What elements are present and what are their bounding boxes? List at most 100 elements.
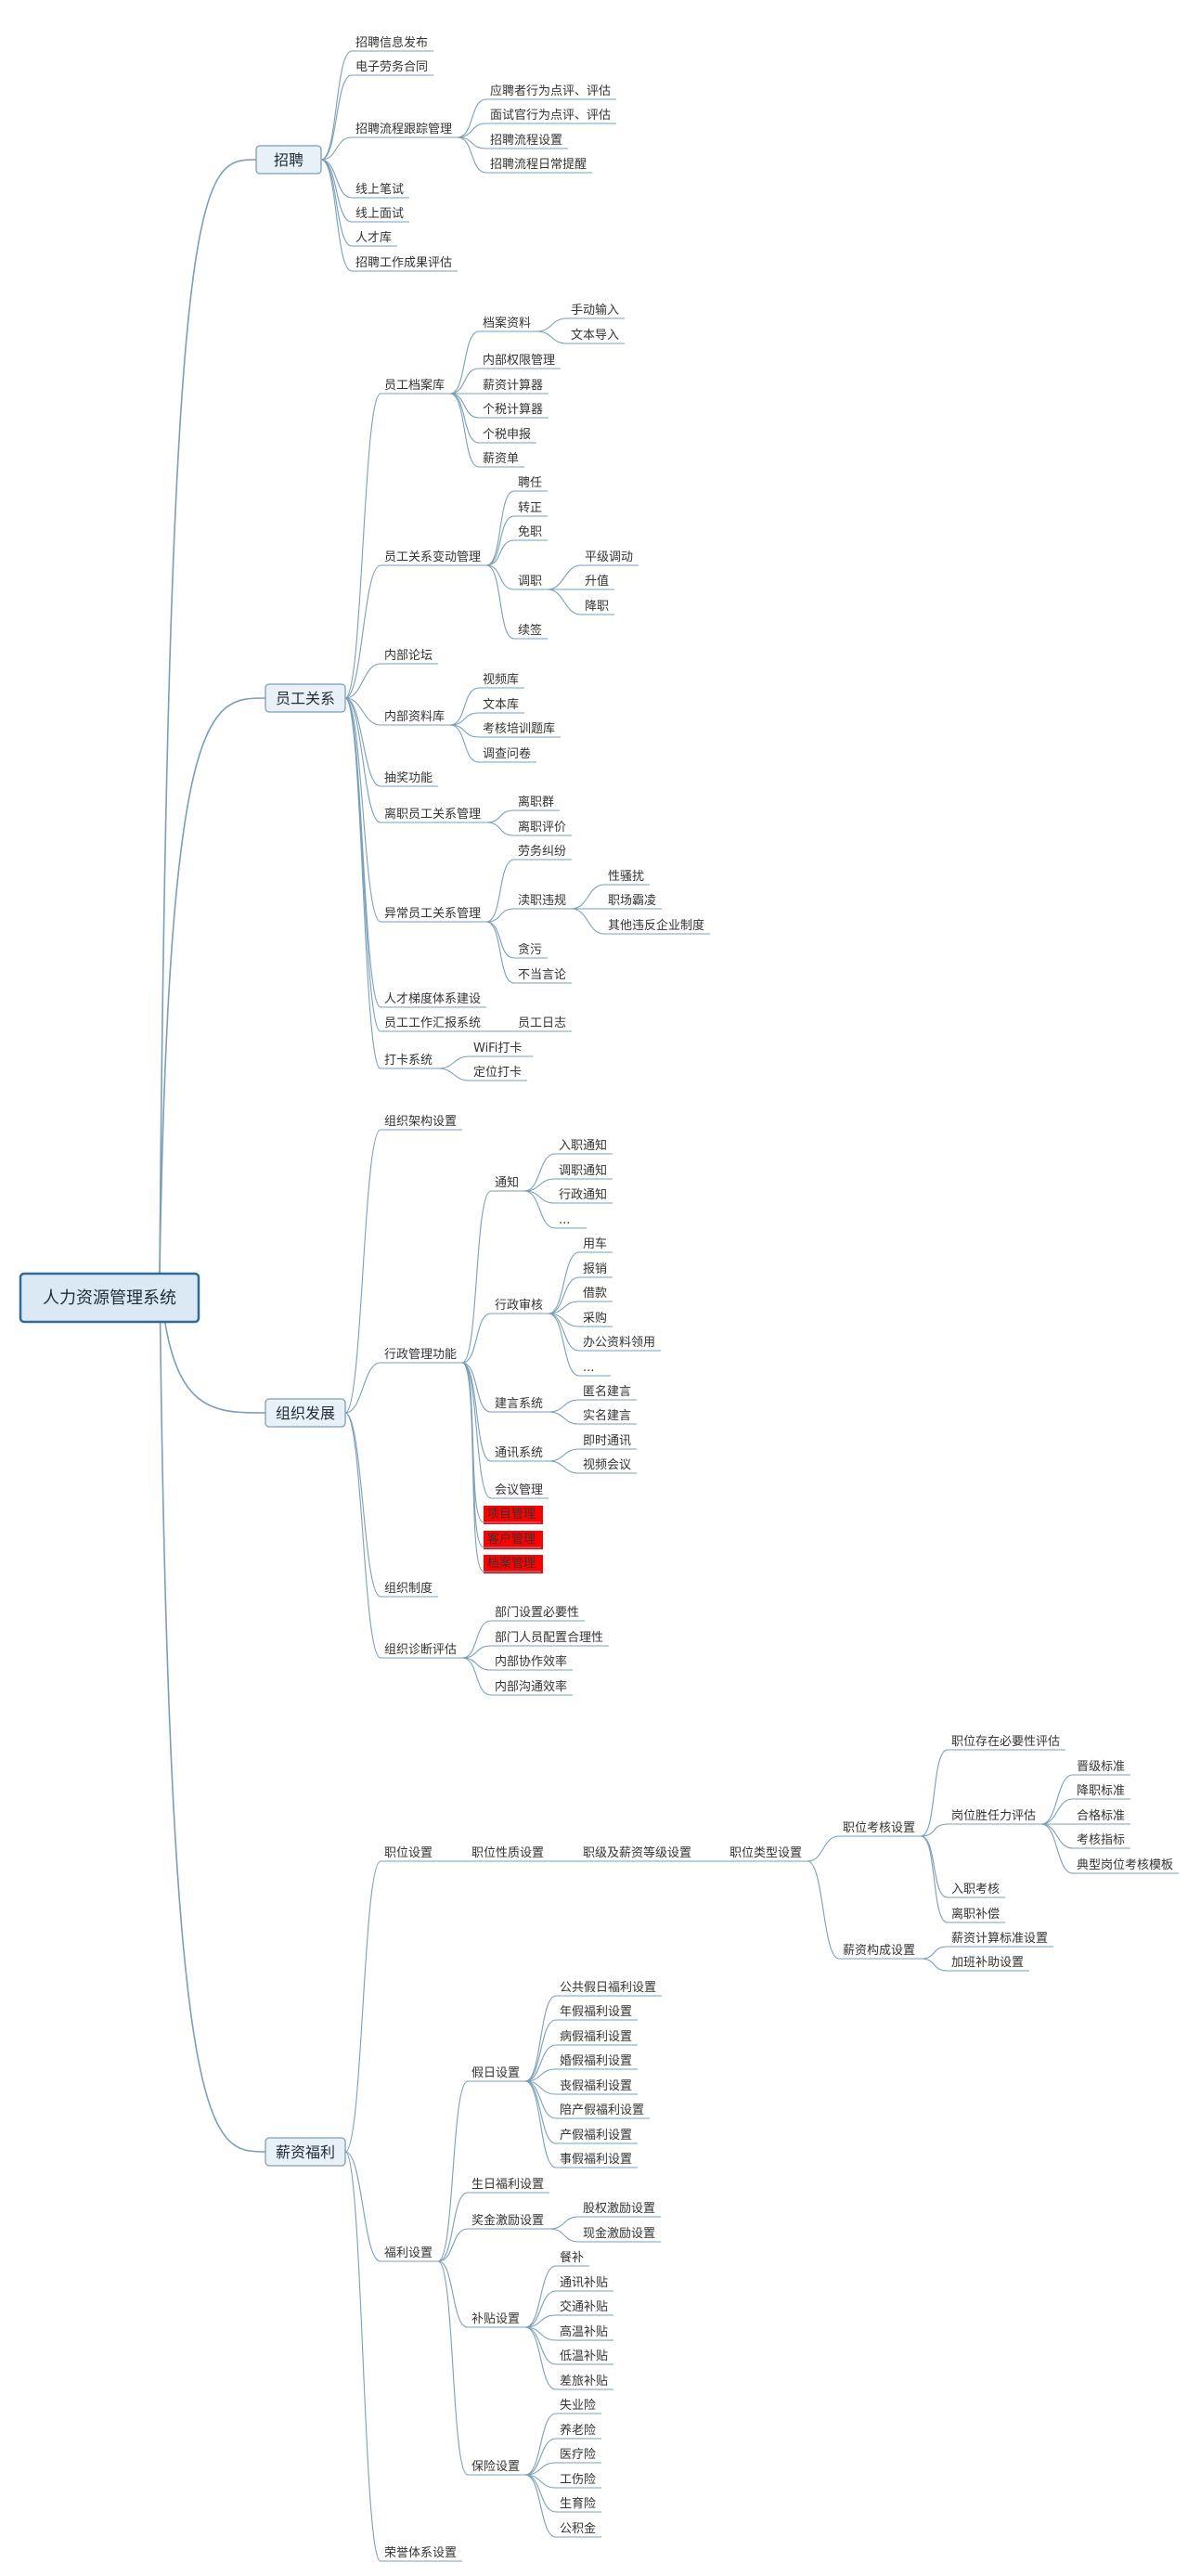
topic-2-3[interactable]: 组织诊断评估 — [381, 1643, 462, 1659]
topic-2-1-1[interactable]: 行政审核 — [491, 1299, 549, 1314]
topic-3-0-0-0-0-0-2[interactable]: 入职考核 — [948, 1883, 1005, 1898]
topic-1-0-5[interactable]: 薪资单 — [479, 452, 524, 468]
topic-3-1-0-3[interactable]: 婚假福利设置 — [556, 2054, 638, 2070]
topic-1-9[interactable]: 打卡系统 — [381, 1054, 438, 1069]
topic-3-1-3-2[interactable]: 交通补贴 — [556, 2299, 613, 2316]
topic-1-6-1-2[interactable]: 其他违反企业制度 — [604, 918, 710, 935]
topic-3-1-0-4[interactable]: 丧假福利设置 — [556, 2079, 638, 2095]
topic-2-1-6[interactable]: 客户管理 — [484, 1531, 543, 1549]
topic-2-1-1-0[interactable]: 用车 — [579, 1236, 613, 1253]
topic-1-4[interactable]: 抽奖功能 — [381, 771, 438, 787]
topic-3-0-0-0-0-0-1-1[interactable]: 降职标准 — [1073, 1784, 1130, 1800]
topic-3-1-4-4[interactable]: 生育险 — [556, 2496, 601, 2513]
topic-2-1-0[interactable]: 通知 — [491, 1175, 524, 1192]
topic-3-0-0-0-0-0-0[interactable]: 职位存在必要性评估 — [948, 1735, 1065, 1751]
topic-1-0-4[interactable]: 个税申报 — [479, 428, 536, 444]
topic-0-3[interactable]: 线上笔试 — [352, 182, 409, 199]
topic-3-1-0-1[interactable]: 年假福利设置 — [556, 2005, 638, 2021]
topic-3-1-3-3[interactable]: 高温补贴 — [556, 2324, 613, 2341]
topic-2-0[interactable]: 组织架构设置 — [381, 1115, 462, 1131]
topic-1-1-0[interactable]: 聘任 — [514, 476, 548, 492]
topic-2-1-3-1[interactable]: 视频会议 — [579, 1458, 637, 1474]
topic-3-0-0[interactable]: 职位性质设置 — [468, 1846, 549, 1862]
topic-3-1-0[interactable]: 假日设置 — [468, 2066, 525, 2082]
topic-3-1-0-6[interactable]: 产假福利设置 — [556, 2129, 638, 2144]
topic-3-1-4-1[interactable]: 养老险 — [556, 2423, 601, 2440]
topic-3-1-3-5[interactable]: 差旅补贴 — [556, 2375, 613, 2390]
topic-3-1-2[interactable]: 奖金激励设置 — [468, 2213, 549, 2230]
topic-1-1-4[interactable]: 续签 — [514, 623, 548, 640]
topic-1-1-1[interactable]: 转正 — [514, 501, 548, 517]
topic-3-0-0-0[interactable]: 职级及薪资等级设置 — [579, 1845, 697, 1862]
topic-2-1-3[interactable]: 通讯系统 — [491, 1446, 549, 1462]
topic-1-0-0[interactable]: 档案资料 — [479, 317, 536, 332]
topic-1-5-0[interactable]: 离职群 — [514, 795, 560, 811]
topic-2-3-3[interactable]: 内部沟通效率 — [491, 1679, 573, 1696]
topic-3-1-4-2[interactable]: 医疗险 — [556, 2448, 601, 2464]
topic-1-6-1[interactable]: 渎职违规 — [514, 894, 572, 910]
main-branch-topic[interactable]: 组织发展 — [265, 1398, 346, 1428]
topic-1-0-1[interactable]: 内部权限管理 — [479, 353, 561, 369]
topic-1-9-0[interactable]: WiFi打卡 — [470, 1042, 534, 1057]
topic-3-0-0-0-0-0-1-2[interactable]: 合格标准 — [1073, 1808, 1130, 1825]
topic-3-1-4-3[interactable]: 工伤险 — [556, 2473, 601, 2489]
topic-3-1-0-7[interactable]: 事假福利设置 — [556, 2153, 638, 2168]
topic-3-1-4[interactable]: 保险设置 — [468, 2460, 525, 2476]
topic-0-2-1[interactable]: 面试官行为点评、评估 — [486, 108, 616, 124]
topic-2-1-0-0[interactable]: 入职通知 — [555, 1138, 613, 1155]
topic-3-0-0-0-0-0-1-0[interactable]: 晋级标准 — [1073, 1760, 1130, 1776]
topic-1-8[interactable]: 员工工作汇报系统 — [381, 1016, 486, 1032]
topic-3-1-2-0[interactable]: 股权激励设置 — [579, 2201, 661, 2218]
topic-2-1-5[interactable]: 项目管理 — [484, 1506, 543, 1524]
topic-3-1-3[interactable]: 补贴设置 — [468, 2312, 525, 2328]
main-branch-topic[interactable]: 薪资福利 — [265, 2137, 346, 2167]
topic-2-1-7[interactable]: 档案管理 — [484, 1555, 543, 1573]
topic-3-1[interactable]: 福利设置 — [381, 2246, 438, 2262]
topic-2-1-1-5[interactable]: ... — [579, 1361, 612, 1377]
topic-1-0-0-0[interactable]: 手动输入 — [567, 303, 625, 319]
topic-2-3-2[interactable]: 内部协作效率 — [491, 1654, 573, 1671]
topic-1-3[interactable]: 内部资料库 — [381, 709, 450, 726]
topic-2-1-1-2[interactable]: 借款 — [579, 1287, 613, 1302]
topic-1-1-3-2[interactable]: 降职 — [581, 600, 614, 615]
topic-2-3-0[interactable]: 部门设置必要性 — [491, 1606, 585, 1622]
topic-1-3-0[interactable]: 视频库 — [479, 672, 524, 689]
topic-3-1-4-5[interactable]: 公积金 — [556, 2521, 601, 2538]
topic-2-1-0-3[interactable]: ... — [555, 1213, 588, 1229]
topic-0-4[interactable]: 线上面试 — [352, 207, 409, 223]
topic-1-1[interactable]: 员工关系变动管理 — [381, 550, 486, 566]
topic-1-1-3-0[interactable]: 平级调动 — [581, 550, 639, 566]
topic-3-1-1[interactable]: 生日福利设置 — [468, 2178, 549, 2194]
topic-3-0-0-0-0-1-1[interactable]: 加班补助设置 — [948, 1956, 1029, 1972]
topic-1-1-3-1[interactable]: 升值 — [581, 574, 614, 590]
topic-0-2-0[interactable]: 应聘者行为点评、评估 — [486, 84, 616, 100]
topic-0-2[interactable]: 招聘流程跟踪管理 — [352, 123, 458, 138]
topic-3-1-4-0[interactable]: 失业险 — [556, 2399, 601, 2414]
topic-1-6-2[interactable]: 贪污 — [514, 943, 548, 959]
topic-0-1[interactable]: 电子劳务合同 — [352, 59, 433, 76]
topic-1-3-1[interactable]: 文本库 — [479, 697, 524, 714]
topic-3-2[interactable]: 荣誉体系设置 — [381, 2546, 462, 2562]
topic-3-1-0-0[interactable]: 公共假日福利设置 — [556, 1981, 662, 1997]
topic-1-3-3[interactable]: 调查问卷 — [479, 746, 536, 763]
topic-0-5[interactable]: 人才库 — [352, 230, 397, 247]
root-topic[interactable]: 人力资源管理系统 — [19, 1272, 200, 1324]
topic-3-0-0-0-0-0-3[interactable]: 离职补偿 — [948, 1907, 1005, 1923]
topic-3-0-0-0-0[interactable]: 职位类型设置 — [726, 1846, 807, 1862]
topic-3-0-0-0-0-0[interactable]: 职位考核设置 — [839, 1821, 921, 1837]
topic-3-1-0-5[interactable]: 陪产假福利设置 — [556, 2104, 650, 2119]
topic-1-6-1-1[interactable]: 职场霸凌 — [604, 894, 662, 910]
topic-2-1-3-0[interactable]: 即时通讯 — [579, 1434, 637, 1450]
main-branch-topic[interactable]: 员工关系 — [265, 683, 346, 713]
topic-1-7[interactable]: 人才梯度体系建设 — [381, 991, 486, 1008]
topic-3-1-0-2[interactable]: 病假福利设置 — [556, 2030, 638, 2046]
main-branch-topic[interactable]: 招聘 — [255, 145, 322, 175]
topic-3-1-3-4[interactable]: 低温补贴 — [556, 2349, 613, 2365]
topic-2-1-4[interactable]: 会议管理 — [491, 1483, 549, 1499]
topic-2-1-1-4[interactable]: 办公资料领用 — [579, 1336, 661, 1352]
topic-1-1-3[interactable]: 调职 — [514, 575, 548, 590]
topic-1-0[interactable]: 员工档案库 — [381, 378, 450, 395]
topic-2-1-1-3[interactable]: 采购 — [579, 1311, 613, 1327]
topic-1-6-3[interactable]: 不当言论 — [514, 968, 572, 984]
topic-0-2-2[interactable]: 招聘流程设置 — [486, 134, 568, 149]
